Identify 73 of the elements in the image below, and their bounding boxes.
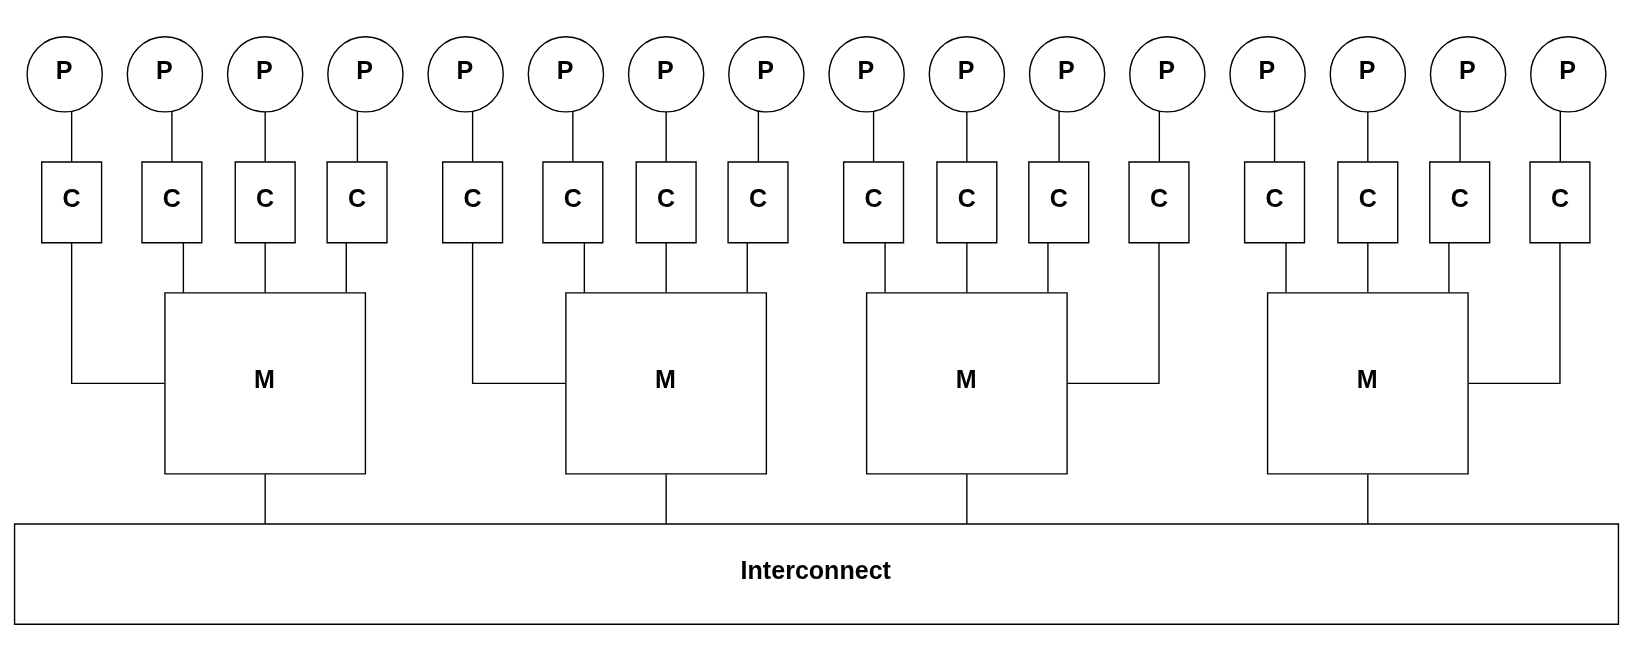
connector (583, 242, 585, 294)
connector (1046, 242, 1049, 294)
connector (965, 242, 968, 294)
node-circle: P (426, 36, 504, 113)
node-box: C (234, 161, 296, 244)
node-circle: P (126, 36, 203, 113)
node-circle: P (226, 36, 303, 113)
node-box: C (140, 161, 203, 244)
connector (664, 242, 667, 294)
node-circle: P (1529, 36, 1607, 113)
node-circle: P (627, 36, 704, 113)
node-box: C (1243, 161, 1305, 244)
connector (182, 242, 184, 294)
node-circle: P (326, 36, 404, 113)
node-box: C (441, 161, 503, 244)
connector (70, 110, 72, 163)
connector (1366, 111, 1369, 163)
node-box: M (865, 292, 1068, 475)
node-circle: P (928, 36, 1005, 113)
node-box: C (40, 161, 102, 244)
node-circle: P (1028, 36, 1105, 113)
node-circle: P (827, 36, 905, 113)
connector (1057, 110, 1060, 163)
connector (1158, 110, 1160, 163)
connector (471, 242, 566, 385)
node-box: C (1528, 161, 1591, 244)
connector (345, 242, 347, 294)
node-box: M (163, 292, 366, 475)
node-circle: P (1429, 36, 1506, 113)
connector (883, 242, 886, 294)
connector (872, 110, 874, 163)
node-circle: P (1128, 36, 1206, 113)
node-box: C (541, 161, 603, 244)
connector (664, 473, 667, 525)
node-box: M (564, 292, 767, 475)
connector (746, 242, 748, 294)
connector (965, 473, 968, 525)
connector (170, 110, 173, 163)
connector (263, 111, 266, 163)
node-box: C (1127, 161, 1190, 244)
node-box: C (935, 161, 997, 244)
connector (356, 110, 358, 163)
connector (263, 473, 266, 525)
connector (70, 242, 165, 385)
connector (571, 110, 574, 163)
connector (1559, 110, 1561, 163)
connector (1366, 473, 1369, 525)
node-circle: P (1329, 36, 1406, 113)
node-circle: P (527, 36, 604, 113)
node-circle: P (727, 36, 805, 113)
connector (1458, 110, 1461, 163)
node-box: C (325, 161, 388, 244)
node-box: M (1266, 292, 1469, 475)
node-box: C (1336, 161, 1398, 244)
connector (757, 110, 759, 163)
node-circle: P (1228, 36, 1306, 113)
node-circle: P (25, 36, 103, 113)
node-box: C (1428, 161, 1490, 244)
connector (1447, 242, 1450, 294)
node-box: C (726, 161, 789, 244)
connector (1467, 242, 1561, 385)
connector (471, 110, 473, 163)
connector (965, 111, 968, 163)
node-box: C (635, 161, 697, 244)
node-box: C (1027, 161, 1089, 244)
connector (1066, 242, 1160, 385)
connector (1273, 110, 1275, 163)
connector (1284, 242, 1287, 294)
node-box: Interconnect (13, 523, 1619, 625)
connector (263, 242, 266, 294)
node-box: C (842, 161, 904, 244)
connector (664, 111, 667, 163)
connector (1366, 242, 1369, 294)
